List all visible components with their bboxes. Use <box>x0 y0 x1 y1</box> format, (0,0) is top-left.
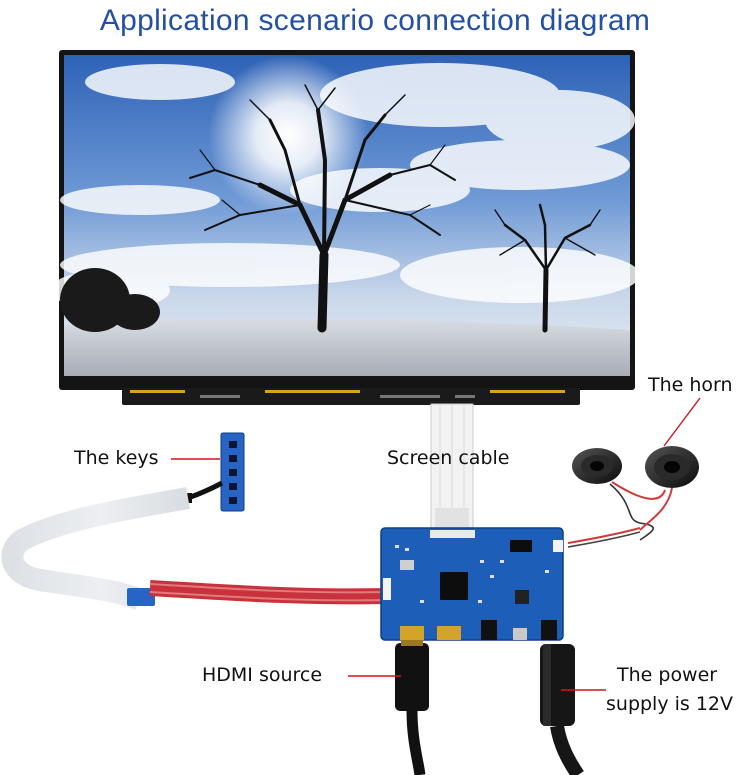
label-power-line1: The power <box>617 664 718 686</box>
keys-ribbon <box>1 487 190 611</box>
horn-leader <box>663 397 701 447</box>
ribbon-connector <box>127 588 155 606</box>
keys-board <box>180 432 245 512</box>
audio-jack <box>481 620 497 640</box>
label-horn: The horn <box>648 374 733 396</box>
driver-board <box>380 527 564 641</box>
label-screen-cable: Screen cable <box>387 447 510 469</box>
leader-lines <box>171 397 701 691</box>
screen-cable <box>430 403 474 535</box>
usb-port <box>513 628 527 640</box>
label-power-line2: supply is 12V <box>606 693 734 715</box>
label-hdmi-source: HDMI source <box>202 664 323 686</box>
diagram-title: Application scenario connection diagram <box>99 4 651 37</box>
hdmi-cable <box>395 640 429 775</box>
bushes-left <box>60 268 160 332</box>
hdmi-port-1 <box>400 626 424 640</box>
main-chip <box>440 572 468 600</box>
tree-small <box>494 203 601 333</box>
snow-ground <box>64 318 630 376</box>
panel-driver-strip <box>122 388 580 405</box>
lcd-panel <box>50 50 640 405</box>
power-cable <box>540 644 584 775</box>
label-keys: The keys <box>74 447 159 469</box>
speakers <box>567 446 699 548</box>
key-flat-cable <box>149 580 391 605</box>
power-jack <box>541 620 557 640</box>
hdmi-port-2 <box>437 626 461 640</box>
tree-large <box>189 84 456 333</box>
